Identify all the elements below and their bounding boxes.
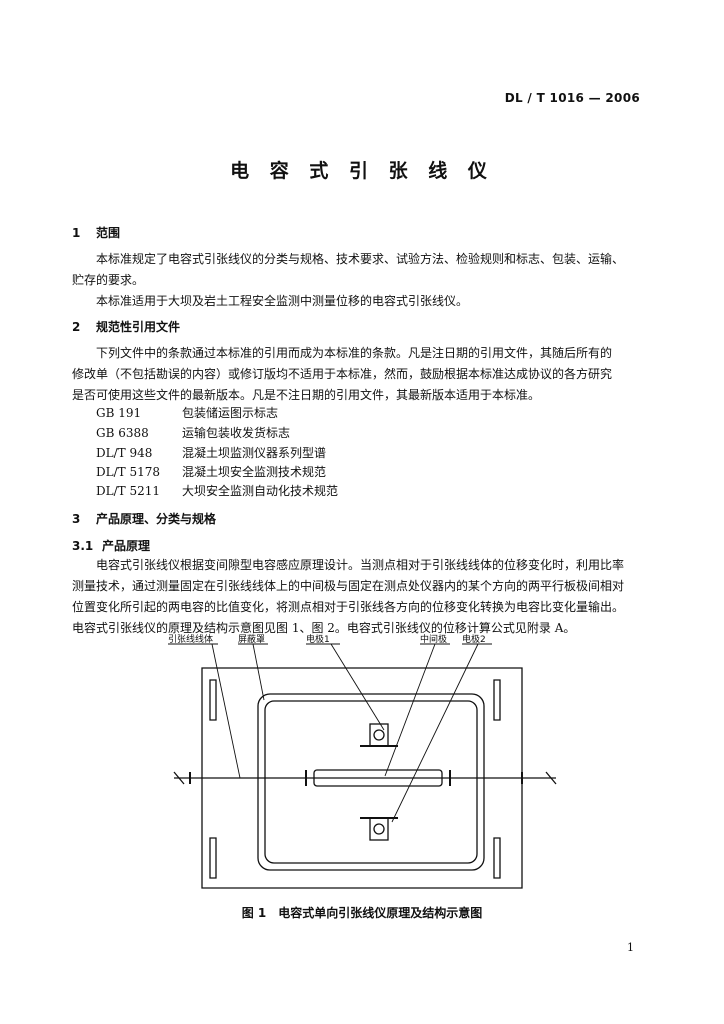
reference-title: 大坝安全监测自动化技术规范 xyxy=(182,484,339,498)
leader-electrode-1 xyxy=(330,643,385,731)
page-number: 1 xyxy=(627,941,634,954)
reference-code: DL/T 948 xyxy=(96,446,153,460)
shield-outer xyxy=(257,693,485,871)
section-number: 1 xyxy=(72,226,81,240)
subsection-number: 3.1 xyxy=(72,539,94,553)
leader-electrode-2 xyxy=(391,643,479,823)
electrode-1-hole xyxy=(373,729,385,741)
reference-row: GB 6388 运输包装收发货标志 xyxy=(96,424,290,441)
reference-row: DL/T 5211 大坝安全监测自动化技术规范 xyxy=(96,482,338,499)
paragraph-line: 是否可使用这些文件的最新版本。凡是不注日期的引用文件，其最新版本适用于本标准。 xyxy=(72,388,541,402)
housing-slot xyxy=(209,679,217,721)
section-2-heading: 2 规范性引用文件 xyxy=(72,318,180,335)
section-title: 产品原理、分类与规格 xyxy=(96,512,217,526)
electrode-1-mount xyxy=(369,723,389,747)
paragraph-line: 测量技术，通过测量固定在引张线线体上的中间极与固定在测点处仪器内的某个方向的两平… xyxy=(72,579,625,593)
housing-slot xyxy=(493,679,501,721)
reference-title: 混凝土坝监测仪器系列型谱 xyxy=(182,446,327,460)
subsection-title: 产品原理 xyxy=(102,539,151,553)
paragraph-line: 本标准规定了电容式引张线仪的分类与规格、技术要求、试验方法、检验规则和标志、包装… xyxy=(96,252,625,266)
section-title: 范围 xyxy=(96,226,121,240)
reference-row: DL/T 5178 混凝土坝安全监测技术规范 xyxy=(96,463,326,480)
housing-frame xyxy=(201,667,523,889)
paragraph-line: 修改单（不包括勘误的内容）或修订版均不适用于本标准，然而，鼓励根据本标准达成协议… xyxy=(72,367,613,381)
reference-title: 运输包装收发货标志 xyxy=(182,426,291,440)
leader-shield xyxy=(252,643,265,701)
reference-code: DL/T 5178 xyxy=(96,465,160,479)
leader-wire xyxy=(211,643,241,779)
standard-code: DL / T 1016 — 2006 xyxy=(504,91,640,105)
section-number: 2 xyxy=(72,320,81,334)
figure-caption-text: 电容式单向引张线仪原理及结构示意图 xyxy=(278,906,483,920)
reference-code: DL/T 5211 xyxy=(96,484,160,498)
figure-caption: 图 1 电容式单向引张线仪原理及结构示意图 xyxy=(0,904,724,921)
leader-middle-pole xyxy=(384,643,436,777)
reference-code: GB 6388 xyxy=(96,426,149,440)
paragraph-line: 位置变化所引起的两电容的比值变化，将测点相对于引张线各方向的位移变化转换为电容比… xyxy=(72,600,625,614)
paragraph-line: 电容式引张线仪根据变间隙型电容感应原理设计。当测点相对于引张线线体的位移变化时，… xyxy=(96,558,625,572)
reference-row: DL/T 948 混凝土坝监测仪器系列型谱 xyxy=(96,444,326,461)
reference-title: 混凝土坝安全监测技术规范 xyxy=(182,465,327,479)
document-title: 电 容 式 引 张 线 仪 xyxy=(230,160,494,182)
paragraph-line: 下列文件中的条款通过本标准的引用而成为本标准的条款。凡是注日期的引用文件，其随后… xyxy=(96,346,613,360)
reference-title: 包装储运图示标志 xyxy=(182,406,279,420)
section-1-heading: 1 范围 xyxy=(72,224,120,241)
housing-slot xyxy=(209,837,217,879)
wire-end-tick xyxy=(545,771,557,785)
shield-inner xyxy=(264,700,478,864)
wire-end-tick xyxy=(173,771,185,785)
section-3-heading: 3 产品原理、分类与规格 xyxy=(72,510,216,527)
paragraph-line: 贮存的要求。 xyxy=(72,273,145,287)
middle-pole xyxy=(313,769,443,787)
reference-row: GB 191 包装储运图示标志 xyxy=(96,404,278,421)
reference-code: GB 191 xyxy=(96,406,142,420)
paragraph-line: 本标准适用于大坝及岩土工程安全监测中测量位移的电容式引张线仪。 xyxy=(96,294,469,308)
paragraph-line: 电容式引张线仪的原理及结构示意图见图 1、图 2。电容式引张线仪的位移计算公式见… xyxy=(72,621,576,635)
section-title: 规范性引用文件 xyxy=(96,320,181,334)
housing-slot xyxy=(493,837,501,879)
electrode-2-hole xyxy=(373,823,385,835)
electrode-2-mount xyxy=(369,817,389,841)
figure-number: 图 1 xyxy=(241,906,267,920)
subsection-3-1-heading: 3.1 产品原理 xyxy=(72,537,150,554)
section-number: 3 xyxy=(72,512,81,526)
